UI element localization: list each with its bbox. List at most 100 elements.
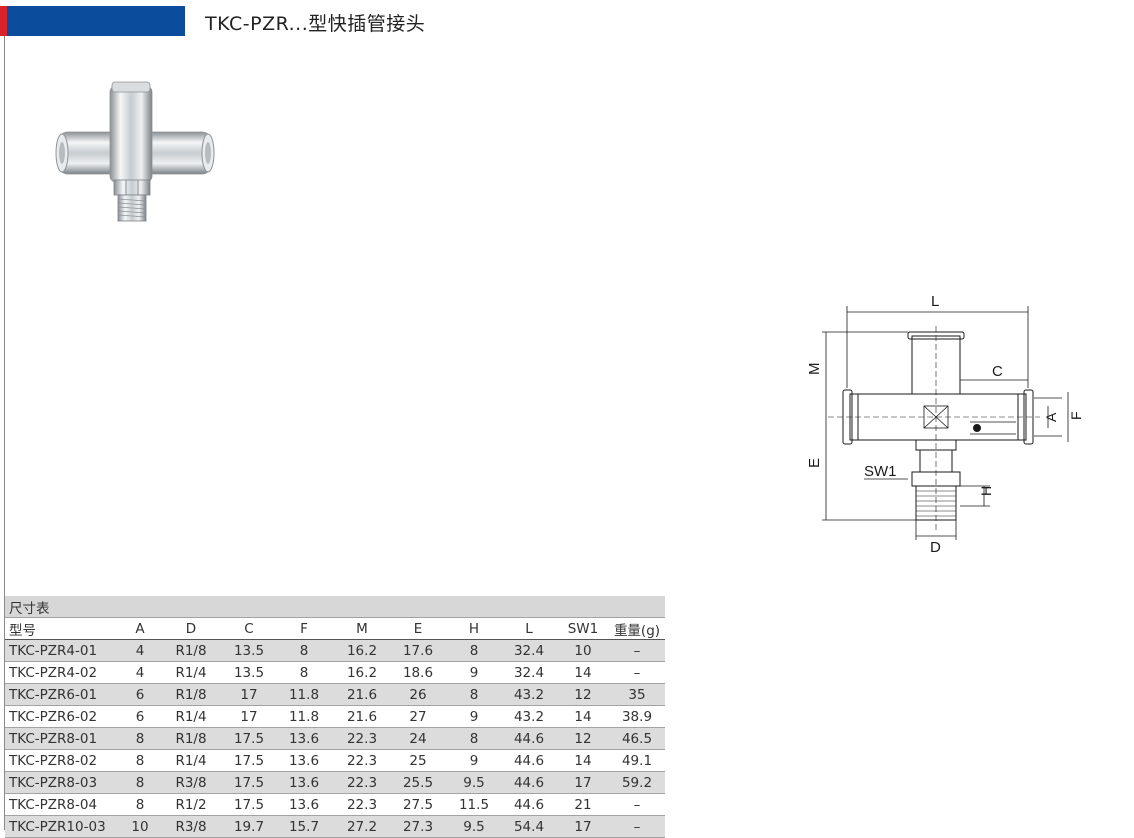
table-cell: 6 bbox=[123, 683, 157, 706]
col-header: H bbox=[447, 617, 501, 640]
dim-label-f: F bbox=[1068, 411, 1084, 420]
table-cell: 14 bbox=[557, 661, 609, 684]
table-cell: 8 bbox=[447, 683, 501, 706]
table-cell: 17.5 bbox=[225, 749, 273, 772]
table-cell: 17 bbox=[225, 683, 273, 706]
table-cell: 8 bbox=[123, 771, 157, 794]
table-cell: 22.3 bbox=[335, 749, 389, 772]
table-cell: 27.5 bbox=[389, 793, 447, 816]
table-cell: 16.2 bbox=[335, 661, 389, 684]
col-header: E bbox=[389, 617, 447, 640]
col-header: M bbox=[335, 617, 389, 640]
table-cell: 6 bbox=[123, 705, 157, 728]
dim-label-e: E bbox=[806, 458, 823, 468]
table-cell: 59.2 bbox=[609, 771, 665, 794]
table-cell: 21 bbox=[557, 793, 609, 816]
col-header: F bbox=[273, 617, 335, 640]
table-cell: 13.6 bbox=[273, 771, 335, 794]
table-cell: 22.3 bbox=[335, 771, 389, 794]
table-cell: 15.7 bbox=[273, 815, 335, 838]
left-margin-rule bbox=[4, 36, 5, 830]
technical-drawing: L C M E A F SW1 H D bbox=[806, 293, 1084, 553]
table-cell: 17 bbox=[557, 771, 609, 794]
table-cell: 44.6 bbox=[501, 771, 557, 794]
table-cell: 27.3 bbox=[389, 815, 447, 838]
table-cell: 17.5 bbox=[225, 793, 273, 816]
table-cell: 17.5 bbox=[225, 727, 273, 750]
header-bar bbox=[0, 6, 185, 36]
table-cell: 43.2 bbox=[501, 705, 557, 728]
table-cell: 24 bbox=[389, 727, 447, 750]
table-cell: 13.6 bbox=[273, 749, 335, 772]
table-cell: 38.9 bbox=[609, 705, 665, 728]
table-cell: 10 bbox=[557, 639, 609, 662]
table-cell: 17.5 bbox=[225, 771, 273, 794]
table-cell: 16.2 bbox=[335, 639, 389, 662]
table-cell: 8 bbox=[123, 749, 157, 772]
table-cell: 12 bbox=[557, 683, 609, 706]
table-cell: 25.5 bbox=[389, 771, 447, 794]
table-cell: 54.4 bbox=[501, 815, 557, 838]
table-cell: 9.5 bbox=[447, 771, 501, 794]
table-cell: 11.8 bbox=[273, 683, 335, 706]
table-cell: 9 bbox=[447, 749, 501, 772]
table-cell: 22.3 bbox=[335, 793, 389, 816]
table-cell: 26 bbox=[389, 683, 447, 706]
table-cell: 8 bbox=[273, 661, 335, 684]
model-cell: TKC-PZR8-04 bbox=[5, 793, 123, 816]
table-cell: 17 bbox=[557, 815, 609, 838]
col-header: C bbox=[225, 617, 273, 640]
table-cell: 12 bbox=[557, 727, 609, 750]
dim-label-h: H bbox=[978, 486, 994, 496]
model-cell: TKC-PZR6-01 bbox=[5, 683, 123, 706]
model-cell: TKC-PZR6-02 bbox=[5, 705, 123, 728]
table-cell: R1/4 bbox=[157, 705, 225, 728]
table-cell: 27 bbox=[389, 705, 447, 728]
table-cell: 8 bbox=[273, 639, 335, 662]
table-cell: 21.6 bbox=[335, 683, 389, 706]
table-cell: R1/8 bbox=[157, 683, 225, 706]
table-cell: 49.1 bbox=[609, 749, 665, 772]
product-photo bbox=[55, 81, 215, 222]
table-caption: 尺寸表 bbox=[5, 596, 665, 618]
table-cell: – bbox=[609, 639, 665, 662]
table-cell: 19.7 bbox=[225, 815, 273, 838]
dim-label-sw1: SW1 bbox=[864, 463, 897, 480]
table-cell: 8 bbox=[123, 727, 157, 750]
page-title: TKC-PZR...型快插管接头 bbox=[205, 13, 426, 35]
dimension-table: 尺寸表 型号 A D C F M E H L SW1 重量(g) TKC-PZR… bbox=[5, 596, 665, 838]
model-cell: TKC-PZR4-01 bbox=[5, 639, 123, 662]
table-cell: 13.6 bbox=[273, 793, 335, 816]
dim-label-c: C bbox=[992, 363, 1003, 380]
table-cell: R1/4 bbox=[157, 661, 225, 684]
table-cell: 46.5 bbox=[609, 727, 665, 750]
table-cell: 35 bbox=[609, 683, 665, 706]
table-cell: R1/8 bbox=[157, 727, 225, 750]
col-header: 重量(g) bbox=[609, 617, 665, 640]
table-cell: 11.8 bbox=[273, 705, 335, 728]
col-header: 型号 bbox=[5, 617, 123, 640]
table-cell: 43.2 bbox=[501, 683, 557, 706]
table-cell: – bbox=[609, 793, 665, 816]
table-cell: 13.5 bbox=[225, 639, 273, 662]
table-cell: 14 bbox=[557, 705, 609, 728]
table-cell: 8 bbox=[123, 793, 157, 816]
table-cell: 9 bbox=[447, 661, 501, 684]
table-caption-row: 尺寸表 bbox=[5, 596, 665, 618]
model-cell: TKC-PZR8-02 bbox=[5, 749, 123, 772]
table-cell: 25 bbox=[389, 749, 447, 772]
table-cell: 4 bbox=[123, 661, 157, 684]
table-cell: R1/2 bbox=[157, 793, 225, 816]
table-cell: 8 bbox=[447, 639, 501, 662]
col-header: A bbox=[123, 617, 157, 640]
table-cell: – bbox=[609, 815, 665, 838]
table-cell: 32.4 bbox=[501, 639, 557, 662]
